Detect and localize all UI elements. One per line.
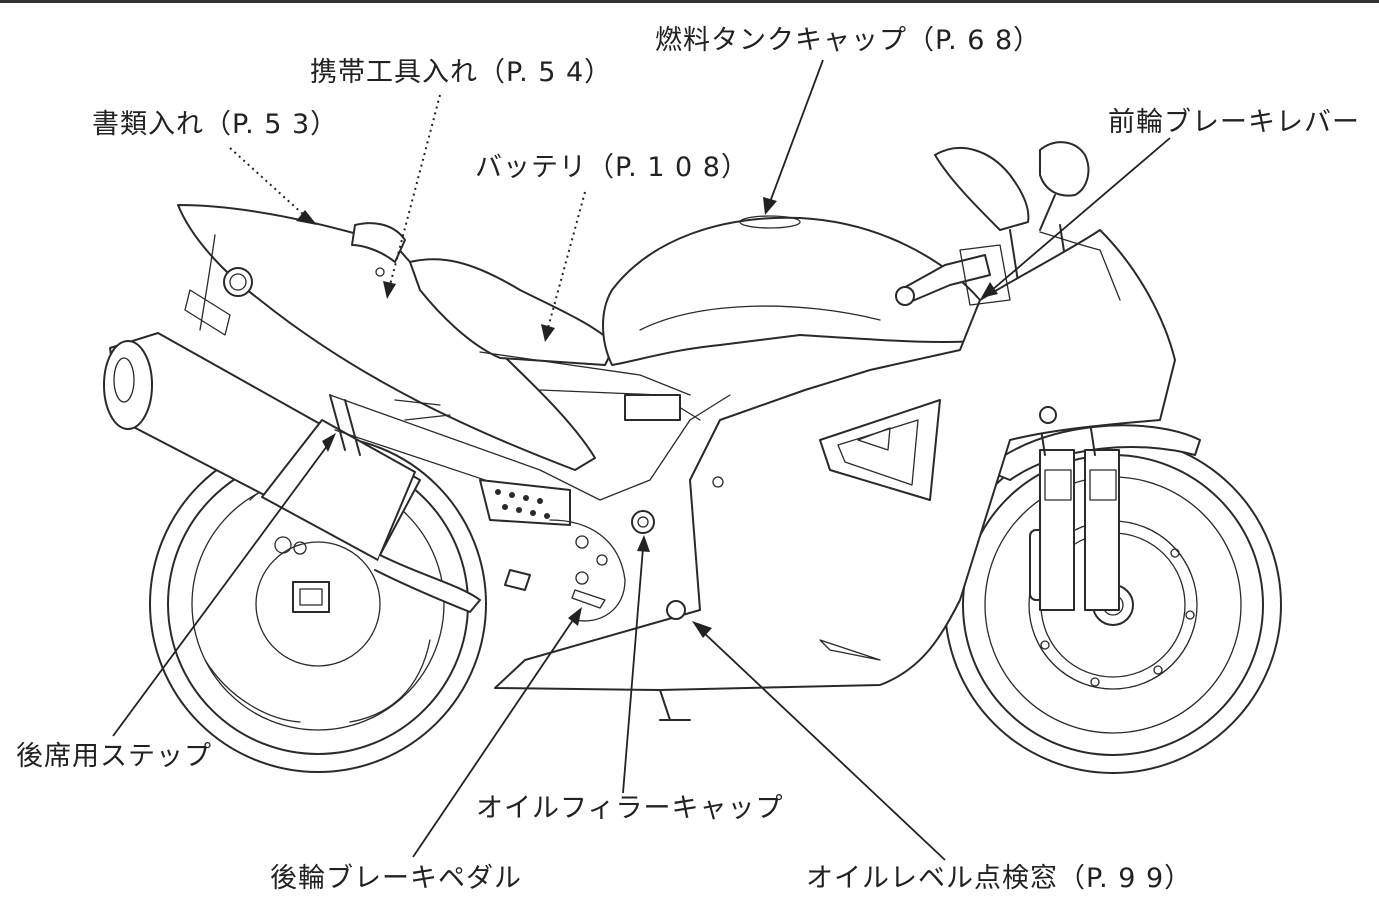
arrowhead-rear-brake-pedal [568,607,582,626]
label-front-brake-lever: 前輪ブレーキレバー [1108,107,1360,138]
arrowhead-battery [541,324,555,342]
top-rule [0,0,1379,3]
label-tool-kit-holder: 携帯工具入れ（P. 5 4） [310,57,613,88]
tail-light [184,273,247,336]
engine [479,479,691,721]
motorcycle-illustration [103,141,1282,774]
front-cockpit [895,141,1090,306]
arrowhead-oil-filler-cap [637,535,650,552]
arrowhead-document-tray [296,210,317,225]
arrowhead-front-brake-lever [981,282,998,298]
leader-oil-filler-cap [622,547,644,794]
arrowhead-oil-level-window [692,621,712,638]
leader-tool-kit [389,94,441,286]
label-document-tray: 書類入れ（P. 5 3） [92,109,339,140]
label-passenger-footrest: 後席用ステップ [16,741,212,772]
seat [409,258,691,396]
label-rear-brake-pedal: 後輪ブレーキペダル [270,863,522,894]
label-battery: バッテリ（P. 1 0 8） [475,152,749,183]
leader-oil-level-window [702,631,946,861]
front-fork [984,224,1201,611]
arrowhead-passenger-footrest [322,433,336,452]
leader-rear-brake-pedal [412,616,576,858]
tail-cowl [177,204,596,471]
label-oil-filler-cap: オイルフィラーキャップ [476,793,784,824]
arrowhead-tool-kit [383,281,396,299]
fairing [494,229,1176,691]
muffler [103,332,481,613]
leader-lines [112,59,1171,861]
leader-document-tray [229,147,306,217]
leader-front-brake-lever [991,137,1171,291]
leader-passenger-footrest [112,441,331,737]
leader-fuel-cap [769,59,824,203]
label-oil-level-window: オイルレベル点検窓（P. 9 9） [806,863,1193,894]
arrowhead-fuel-cap [763,197,777,215]
fuel-tank [602,215,991,366]
label-fuel-tank-cap: 燃料タンクキャップ（P. 6 8） [655,25,1042,56]
